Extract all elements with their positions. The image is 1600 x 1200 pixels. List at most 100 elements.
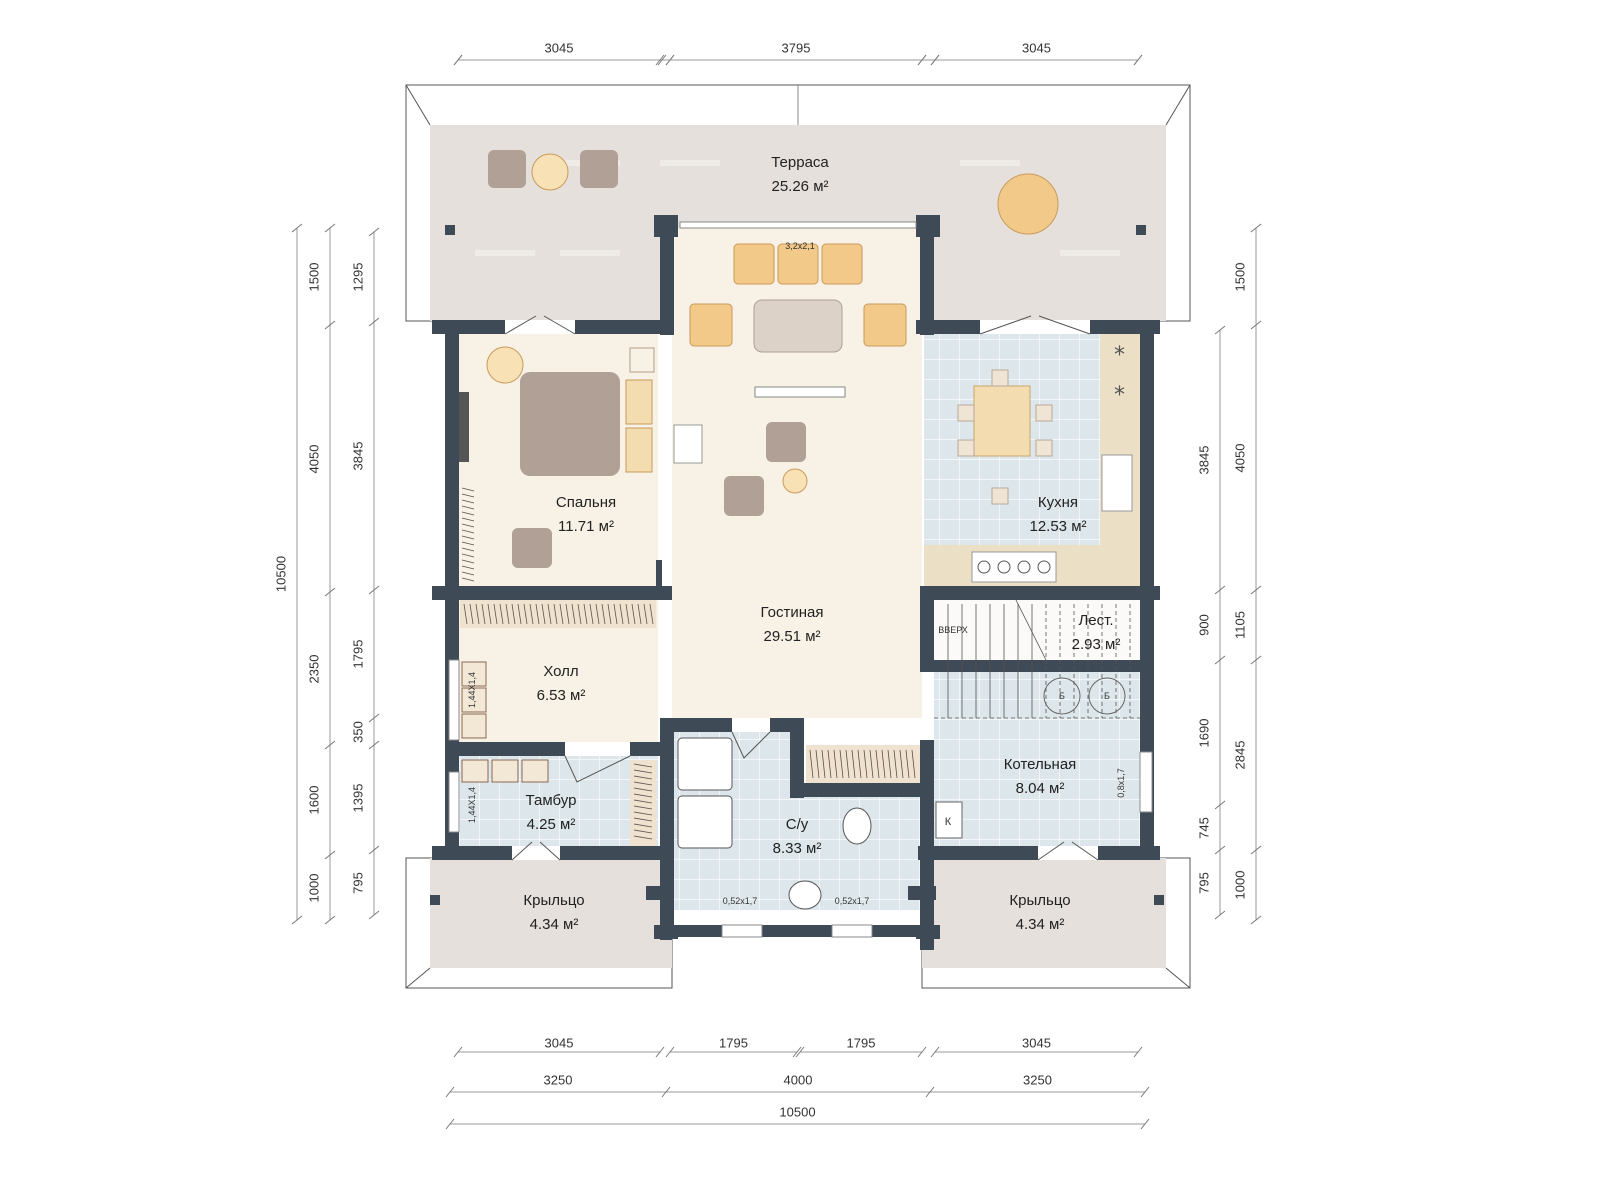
wardrobe-hanger (911, 749, 916, 779)
wardrobe-hanger (461, 529, 475, 534)
hob-icon: * (1114, 343, 1125, 368)
bed (520, 372, 620, 476)
shower-tray (677, 795, 733, 849)
dim-tick (665, 1046, 675, 1058)
column (1154, 895, 1164, 905)
dim-tick (1214, 800, 1226, 810)
armchair (863, 303, 907, 347)
dim-top-label: 3795 (781, 40, 811, 56)
window-boiler-label: 0,8x1,7 (1116, 768, 1126, 798)
dim-left-axes-label: 1000 (306, 873, 322, 902)
dim-bottom-inner-label: 1795 (719, 1035, 748, 1051)
boiler-k-label: К (944, 816, 952, 828)
boiler-tank (1043, 677, 1081, 715)
wardrobe-hanger (633, 811, 653, 816)
wall (660, 718, 674, 936)
dim-top-label: 3045 (1022, 40, 1051, 56)
wardrobe-hanger (461, 565, 475, 570)
dim-tick (1133, 1046, 1143, 1058)
wardrobe-hanger (461, 517, 475, 522)
wardrobe-hanger (553, 603, 558, 625)
dim-tick (655, 1046, 665, 1058)
dim-tick (324, 223, 336, 233)
dim-right-axes-label: 1000 (1232, 870, 1248, 900)
terrace-armchair (488, 150, 526, 188)
dim-left-axes-label: 1500 (306, 262, 322, 291)
floor-plank (1060, 250, 1120, 256)
sofa-seat (733, 243, 775, 285)
dim-tick (1214, 585, 1226, 595)
dim-left-inner-label: 1295 (350, 262, 366, 292)
dim-tick (1214, 325, 1226, 335)
wardrobe-hanger (633, 775, 653, 780)
dim-tick (324, 850, 336, 860)
wardrobe-hanger (809, 749, 814, 779)
dim-tick (661, 1086, 671, 1098)
shelf (461, 759, 489, 783)
wardrobe-hanger (619, 603, 624, 625)
window-vestibule-label: 1,44X1,4 (467, 786, 477, 824)
wall (916, 925, 940, 939)
floor-plank (960, 160, 1020, 166)
wardrobe-hanger (633, 763, 653, 768)
window-bath-left-label: 0,52x1,7 (722, 896, 758, 906)
dim-tick (368, 585, 380, 595)
wardrobe-hanger (565, 603, 570, 625)
dim-tick (368, 910, 380, 920)
dim-right-inner-label: 900 (1196, 614, 1212, 636)
wardrobe-hanger (577, 603, 582, 625)
shelf (521, 759, 549, 783)
terrace-table (997, 173, 1059, 235)
dim-tick (445, 1118, 455, 1130)
dim-tick (324, 915, 336, 925)
wardrobe-hanger (461, 577, 475, 582)
wardrobe-hanger (475, 603, 480, 625)
porch-right-floor (922, 858, 1166, 968)
armchair (766, 422, 806, 462)
dim-tick (795, 1046, 805, 1058)
column (430, 895, 440, 905)
door-leaf (731, 731, 771, 759)
boiler-tank (1088, 677, 1126, 715)
dim-bottom-inner-label: 3045 (1022, 1035, 1051, 1051)
terrace-side-table (531, 153, 569, 191)
dim-tick (1250, 223, 1262, 233)
dim-tick (655, 54, 665, 66)
sofa-seat (821, 243, 863, 285)
dim-left-inner-label: 795 (350, 871, 366, 894)
dim-right-inner-label: 1690 (1196, 718, 1212, 747)
window-bath-right (831, 924, 873, 938)
wall (920, 590, 934, 660)
dim-tick (1133, 54, 1143, 66)
wardrobe-hanger (881, 749, 886, 779)
bedroom-chair (486, 346, 524, 384)
window-hall-label: 1,44X1,4 (467, 671, 477, 709)
dim-top-label: 3045 (544, 40, 574, 56)
wall (920, 586, 1160, 600)
shower-tray (677, 737, 733, 791)
wardrobe-hanger (845, 749, 850, 779)
wardrobe-hanger (643, 603, 648, 625)
dining-chair (957, 439, 975, 457)
wardrobe-hanger (869, 749, 874, 779)
toilet (842, 807, 872, 845)
dim-left-inner-label: 1795 (350, 639, 366, 669)
dim-bottom-axes-label: 3250 (1023, 1072, 1052, 1088)
dining-chair (1035, 439, 1053, 457)
burner (977, 560, 991, 574)
wardrobe-hanger (505, 603, 510, 625)
wardrobe-hanger (571, 603, 576, 625)
dim-bottom-inner-label: 3045 (544, 1035, 574, 1051)
wardrobe-hanger (839, 749, 844, 779)
wall (432, 846, 512, 860)
dim-tick (324, 587, 336, 597)
terrace-armchair (580, 150, 618, 188)
wardrobe-hanger (827, 749, 832, 779)
wardrobe-hanger (851, 749, 856, 779)
door-leaf (1037, 841, 1099, 861)
dining-chair (991, 369, 1009, 387)
